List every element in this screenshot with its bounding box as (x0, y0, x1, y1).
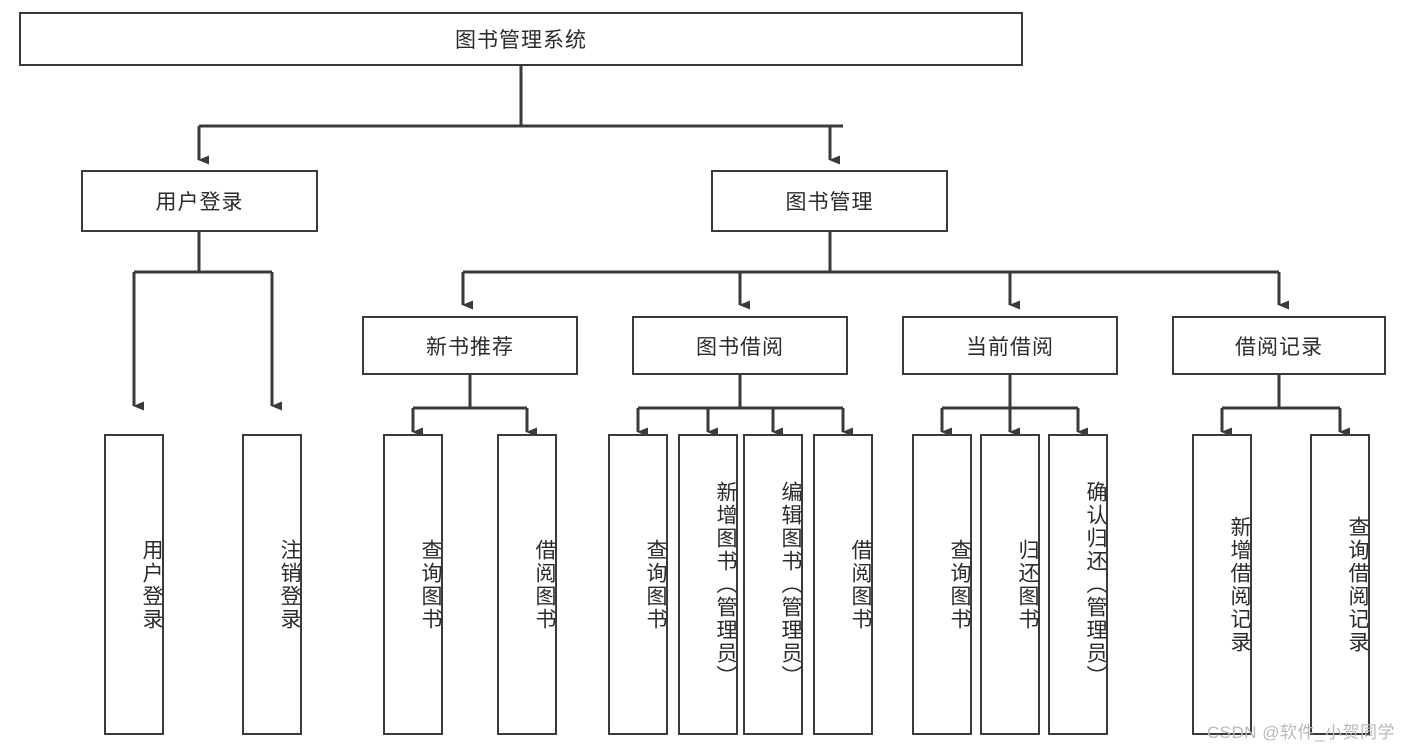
leaf-confirm-return-admin[interactable]: 确认归还（管理员） (1048, 434, 1108, 735)
node-label: 图书管理系统 (455, 29, 587, 52)
node-label: 用户登录 (155, 191, 244, 214)
node-label: 图书管理 (785, 191, 874, 214)
node-label: 新书推荐 (426, 335, 514, 359)
node-label: 借阅记录 (1235, 335, 1323, 359)
leaf-user-login[interactable]: 用户登录 (104, 434, 164, 735)
node-book-borrowing[interactable]: 图书借阅 (632, 316, 848, 375)
leaf-query-books-recommendation[interactable]: 查询图书 (383, 434, 443, 735)
node-label: 借阅图书 (533, 538, 556, 631)
node-label: 查询图书 (419, 538, 442, 631)
node-label: 新增借阅记录 (1228, 515, 1251, 654)
node-label: 图书借阅 (696, 335, 784, 359)
leaf-add-borrow-record[interactable]: 新增借阅记录 (1192, 434, 1252, 735)
leaf-add-book-admin[interactable]: 新增图书（管理员） (678, 434, 738, 735)
node-new-book-recommendation[interactable]: 新书推荐 (362, 316, 578, 375)
leaf-borrow-books-recommendation[interactable]: 借阅图书 (497, 434, 557, 735)
leaf-query-books-borrowing[interactable]: 查询图书 (608, 434, 668, 735)
node-label: 用户登录 (140, 538, 163, 631)
node-label: 归还图书 (1016, 538, 1039, 631)
node-borrow-records[interactable]: 借阅记录 (1172, 316, 1386, 375)
node-label: 查询借阅记录 (1346, 515, 1369, 654)
node-label: 编辑图书（管理员） (779, 481, 802, 688)
node-label: 查询图书 (948, 538, 971, 631)
node-label: 注销登录 (278, 538, 301, 631)
node-label: 新增图书（管理员） (714, 481, 737, 688)
node-label: 当前借阅 (966, 335, 1054, 359)
node-label: 查询图书 (644, 538, 667, 631)
node-book-management[interactable]: 图书管理 (711, 170, 948, 232)
node-label: 确认归还（管理员） (1084, 481, 1107, 688)
node-root-book-management-system[interactable]: 图书管理系统 (19, 12, 1023, 66)
leaf-query-borrow-record[interactable]: 查询借阅记录 (1310, 434, 1370, 735)
leaf-query-books-current[interactable]: 查询图书 (912, 434, 972, 735)
leaf-return-books[interactable]: 归还图书 (980, 434, 1040, 735)
node-current-borrowing[interactable]: 当前借阅 (902, 316, 1118, 375)
node-user-login[interactable]: 用户登录 (81, 170, 318, 232)
leaf-edit-book-admin[interactable]: 编辑图书（管理员） (743, 434, 803, 735)
leaf-logout[interactable]: 注销登录 (242, 434, 302, 735)
node-label: 借阅图书 (849, 538, 872, 631)
leaf-borrow-books-borrowing[interactable]: 借阅图书 (813, 434, 873, 735)
